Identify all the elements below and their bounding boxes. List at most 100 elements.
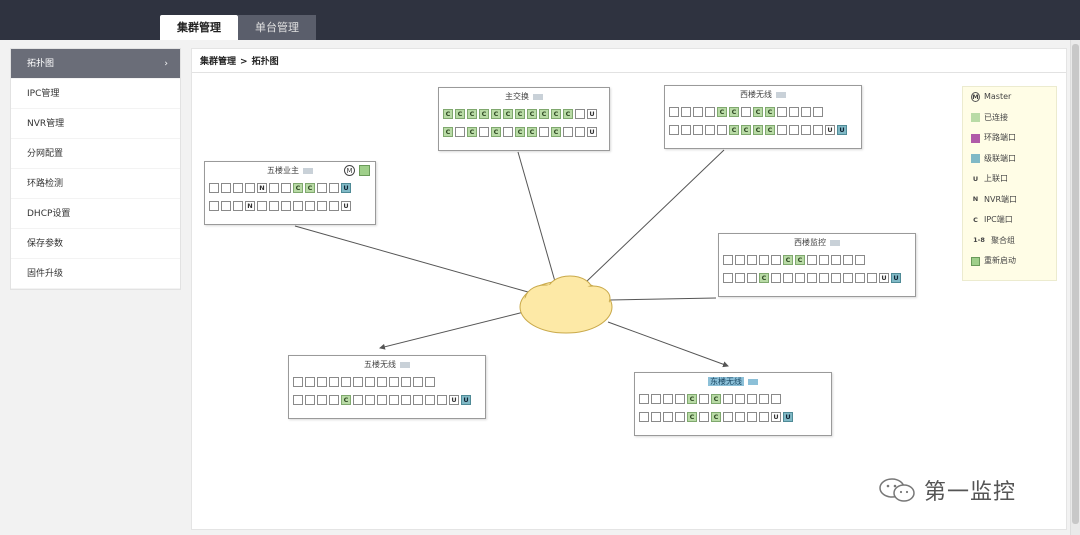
- port-connected[interactable]: C: [729, 125, 739, 135]
- port-empty[interactable]: [221, 183, 231, 193]
- tab-single-management[interactable]: 单台管理: [238, 15, 316, 40]
- port-empty[interactable]: [681, 125, 691, 135]
- port-uplink[interactable]: U: [587, 127, 597, 137]
- port-empty[interactable]: [747, 412, 757, 422]
- port-empty[interactable]: [813, 125, 823, 135]
- port-connected[interactable]: C: [467, 127, 477, 137]
- port-empty[interactable]: [365, 395, 375, 405]
- port-empty[interactable]: [801, 107, 811, 117]
- scrollbar-thumb[interactable]: [1072, 44, 1079, 524]
- port-empty[interactable]: [317, 395, 327, 405]
- port-empty[interactable]: [455, 127, 465, 137]
- port-connected[interactable]: C: [753, 107, 763, 117]
- port-empty[interactable]: [293, 377, 303, 387]
- port-empty[interactable]: [783, 273, 793, 283]
- port-empty[interactable]: [663, 412, 673, 422]
- port-empty[interactable]: [437, 395, 447, 405]
- port-connected[interactable]: C: [711, 394, 721, 404]
- port-empty[interactable]: [867, 273, 877, 283]
- sidebar-item-loop-detect[interactable]: 环路检测: [11, 169, 180, 199]
- port-nvr[interactable]: N: [257, 183, 267, 193]
- port-cascade[interactable]: U: [461, 395, 471, 405]
- port-empty[interactable]: [735, 412, 745, 422]
- port-empty[interactable]: [735, 255, 745, 265]
- port-empty[interactable]: [425, 377, 435, 387]
- port-empty[interactable]: [221, 201, 231, 211]
- restart-icon[interactable]: [359, 165, 370, 176]
- port-empty[interactable]: [281, 201, 291, 211]
- port-uplink[interactable]: U: [771, 412, 781, 422]
- port-uplink[interactable]: U: [341, 201, 351, 211]
- port-connected[interactable]: C: [515, 127, 525, 137]
- port-connected[interactable]: C: [717, 107, 727, 117]
- port-connected[interactable]: C: [467, 109, 477, 119]
- port-empty[interactable]: [795, 273, 805, 283]
- port-connected[interactable]: C: [753, 125, 763, 135]
- port-cascade[interactable]: U: [837, 125, 847, 135]
- port-connected[interactable]: C: [539, 109, 549, 119]
- port-empty[interactable]: [759, 412, 769, 422]
- port-empty[interactable]: [651, 394, 661, 404]
- sidebar-item-dhcp[interactable]: DHCP设置: [11, 199, 180, 229]
- port-empty[interactable]: [705, 107, 715, 117]
- port-empty[interactable]: [353, 377, 363, 387]
- port-empty[interactable]: [777, 125, 787, 135]
- port-empty[interactable]: [663, 394, 673, 404]
- port-empty[interactable]: [747, 394, 757, 404]
- port-connected[interactable]: C: [341, 395, 351, 405]
- port-empty[interactable]: [269, 201, 279, 211]
- port-empty[interactable]: [831, 273, 841, 283]
- port-cascade[interactable]: U: [891, 273, 901, 283]
- port-connected[interactable]: C: [293, 183, 303, 193]
- port-empty[interactable]: [425, 395, 435, 405]
- port-empty[interactable]: [771, 394, 781, 404]
- port-empty[interactable]: [293, 395, 303, 405]
- port-empty[interactable]: [413, 377, 423, 387]
- port-connected[interactable]: C: [795, 255, 805, 265]
- port-connected[interactable]: C: [687, 394, 697, 404]
- port-empty[interactable]: [747, 255, 757, 265]
- port-empty[interactable]: [377, 377, 387, 387]
- vertical-scrollbar[interactable]: [1070, 40, 1080, 535]
- port-empty[interactable]: [401, 377, 411, 387]
- edit-icon[interactable]: [400, 361, 410, 368]
- port-empty[interactable]: [305, 395, 315, 405]
- port-empty[interactable]: [389, 395, 399, 405]
- port-empty[interactable]: [575, 127, 585, 137]
- port-empty[interactable]: [317, 201, 327, 211]
- port-empty[interactable]: [675, 412, 685, 422]
- port-connected[interactable]: C: [759, 273, 769, 283]
- port-empty[interactable]: [669, 107, 679, 117]
- port-empty[interactable]: [819, 273, 829, 283]
- port-empty[interactable]: [681, 107, 691, 117]
- port-empty[interactable]: [317, 377, 327, 387]
- port-empty[interactable]: [305, 377, 315, 387]
- port-empty[interactable]: [479, 127, 489, 137]
- port-empty[interactable]: [789, 125, 799, 135]
- port-empty[interactable]: [365, 377, 375, 387]
- port-uplink[interactable]: U: [587, 109, 597, 119]
- port-empty[interactable]: [233, 183, 243, 193]
- port-empty[interactable]: [699, 394, 709, 404]
- port-cascade[interactable]: U: [783, 412, 793, 422]
- legend-item[interactable]: 重新启动: [963, 251, 1056, 272]
- port-empty[interactable]: [717, 125, 727, 135]
- port-connected[interactable]: C: [765, 107, 775, 117]
- port-empty[interactable]: [855, 255, 865, 265]
- port-connected[interactable]: C: [491, 127, 501, 137]
- port-empty[interactable]: [723, 273, 733, 283]
- port-empty[interactable]: [539, 127, 549, 137]
- port-empty[interactable]: [389, 377, 399, 387]
- port-empty[interactable]: [789, 107, 799, 117]
- sidebar-item-subnet[interactable]: 分网配置: [11, 139, 180, 169]
- port-empty[interactable]: [209, 201, 219, 211]
- port-empty[interactable]: [693, 125, 703, 135]
- port-empty[interactable]: [401, 395, 411, 405]
- port-connected[interactable]: C: [527, 127, 537, 137]
- port-empty[interactable]: [801, 125, 811, 135]
- port-empty[interactable]: [281, 183, 291, 193]
- port-empty[interactable]: [693, 107, 703, 117]
